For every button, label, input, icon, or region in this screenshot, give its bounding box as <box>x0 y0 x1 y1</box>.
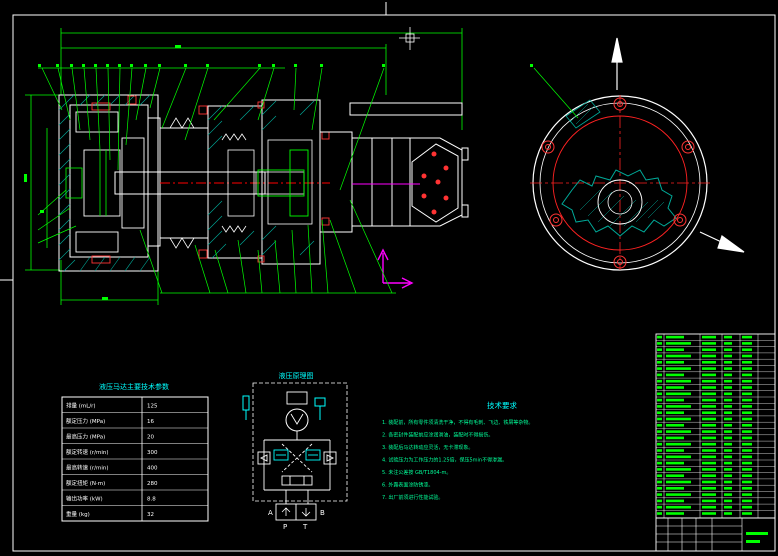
param-label: 最高转速 (r/min) <box>66 463 109 471</box>
tech-req-title: 技术要求 <box>487 400 517 410</box>
tech-req-item: 2. 各密封件装配前应涂润滑油，装配时不得损伤。 <box>382 432 493 439</box>
param-label: 额定扭矩 (N·m) <box>66 479 105 487</box>
param-value: 8.8 <box>147 496 156 502</box>
param-label: 额定转速 (r/min) <box>66 448 109 456</box>
motor-section-view <box>24 27 469 305</box>
hydraulic-schematic: 液压原理图 <box>242 371 348 531</box>
tech-req-item: 7. 出厂前须进行性能试验。 <box>382 494 443 501</box>
bottom-leaders <box>37 189 396 294</box>
title-block <box>655 333 776 552</box>
motor-end-view <box>530 37 745 271</box>
param-label: 额定压力 (MPa) <box>66 417 105 425</box>
param-table-title: 液压马达主要技术参数 <box>99 382 169 391</box>
param-label: 输出功率 (kW) <box>66 494 103 502</box>
param-value: 32 <box>147 512 154 518</box>
sheet-frame <box>12 14 776 552</box>
param-value: 400 <box>147 465 158 471</box>
hydraulic-title: 液压原理图 <box>279 371 314 380</box>
tech-req-item: 3. 装配后马达转动应灵活，无卡滞现象。 <box>382 444 473 451</box>
param-label: 最高压力 (MPa) <box>66 432 105 440</box>
tech-req-item: 5. 未注公差按 GB/T1804-m。 <box>382 469 451 476</box>
technical-requirements: 技术要求 1. 装配前，所有零件须清洗干净，不得有毛刺、飞边、铁屑等杂物。 2. … <box>382 400 533 501</box>
tech-req-item: 1. 装配前，所有零件须清洗干净，不得有毛刺、飞边、铁屑等杂物。 <box>382 419 533 426</box>
param-label: 重量 (kg) <box>66 510 90 518</box>
port-label-b: B <box>320 509 325 517</box>
top-leaders <box>38 67 385 191</box>
param-label: 排量 (mL/r) <box>66 401 96 409</box>
param-value: 125 <box>147 403 158 409</box>
port-label-t: T <box>302 523 308 531</box>
hydraulic-motor-symbol <box>285 408 309 432</box>
port-label-a: A <box>268 509 273 517</box>
tech-req-item: 6. 外露表面涂防锈漆。 <box>382 482 433 489</box>
param-value: 20 <box>147 434 154 440</box>
param-value: 16 <box>147 419 154 425</box>
port-label-p: P <box>283 523 287 531</box>
param-value: 280 <box>147 481 158 487</box>
param-value: 300 <box>147 450 158 456</box>
parameter-table: 液压马达主要技术参数 排量 (mL/r) 125 额定压力 (MPa) 16 最高压力 … <box>61 382 209 522</box>
tech-req-item: 4. 试验压力为工作压力的1.25倍，保压5min不得渗漏。 <box>382 457 507 464</box>
